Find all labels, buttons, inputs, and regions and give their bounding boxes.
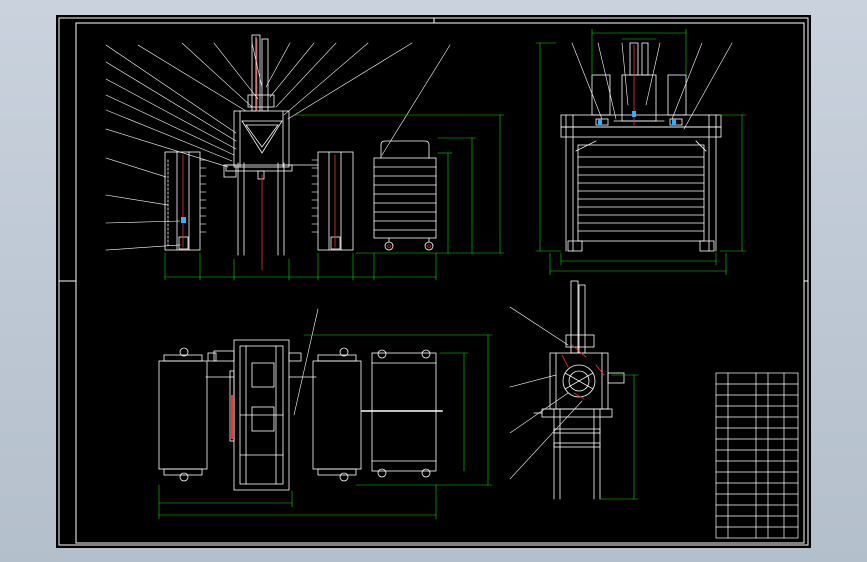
plan-machine xyxy=(205,339,317,491)
side-dimensions xyxy=(535,28,747,276)
front-dimensions xyxy=(164,114,505,281)
front-view xyxy=(105,34,505,281)
detail-leaders xyxy=(509,306,583,480)
plan-left-magazine xyxy=(158,347,217,482)
side-leaders xyxy=(571,42,733,130)
sheet-frame xyxy=(58,17,809,546)
outer-border xyxy=(58,17,809,546)
left-magazine-marker xyxy=(181,217,186,223)
side-view xyxy=(535,28,747,276)
plan-leader xyxy=(293,308,319,416)
cart-wheel-marks xyxy=(387,244,431,248)
detail-red-marks xyxy=(561,344,605,400)
drawing-sheet xyxy=(56,15,811,548)
detail-dimensions xyxy=(599,374,639,500)
detail-view xyxy=(509,280,639,500)
plan-view xyxy=(158,308,493,520)
detail-machine xyxy=(533,280,625,500)
cad-drawing xyxy=(58,17,809,546)
side-frame xyxy=(560,42,722,252)
side-accents xyxy=(598,111,676,125)
storage-cart xyxy=(373,140,437,251)
right-magazine xyxy=(311,151,354,251)
plan-dimensions xyxy=(158,334,493,520)
plan-cart xyxy=(361,349,443,478)
central-machine xyxy=(223,34,319,256)
left-magazine xyxy=(164,151,207,251)
plan-right-magazine xyxy=(312,347,362,482)
front-leaders xyxy=(105,42,451,251)
title-block xyxy=(715,372,799,539)
inner-border xyxy=(75,22,805,544)
plan-red-marks xyxy=(231,395,233,439)
